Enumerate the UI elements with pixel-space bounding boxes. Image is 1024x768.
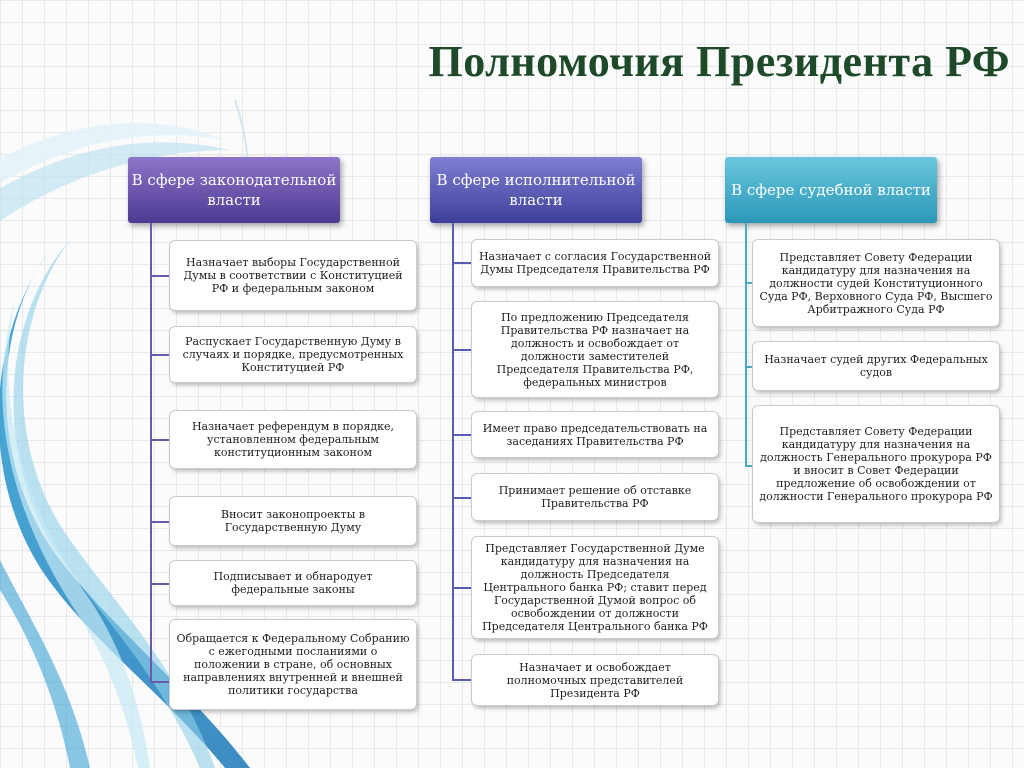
connector	[745, 282, 753, 284]
connector	[452, 497, 472, 499]
connector	[150, 439, 170, 441]
executive-item: По предложению Председателя Правительств…	[472, 302, 718, 397]
legislative-header-label: В сфере законодательной власти	[131, 171, 337, 209]
executive-header: В сфере исполнительной власти	[430, 157, 642, 223]
legislative-item: Обращается к Федеральному Собранию с еже…	[170, 620, 416, 709]
connector	[452, 262, 472, 264]
legislative-item: Подписывает и обнародует федеральные зак…	[170, 561, 416, 605]
connector	[150, 583, 170, 585]
page-title: Полномочия Президента РФ	[428, 37, 1010, 86]
legislative-item: Назначает референдум в порядке, установл…	[170, 411, 416, 468]
executive-item: Имеет право председательствовать на засе…	[472, 412, 718, 457]
executive-connector	[452, 223, 454, 679]
connector	[452, 587, 472, 589]
connector	[745, 465, 753, 467]
executive-item: Представляет Государственной Думе кандид…	[472, 537, 718, 638]
connector	[150, 521, 170, 523]
legislative-header: В сфере законодательной власти	[128, 157, 340, 223]
judicial-header-label: В сфере судебной власти	[731, 181, 931, 199]
legislative-item: Распускает Государственную Думу в случая…	[170, 327, 416, 382]
judicial-connector	[745, 223, 747, 465]
executive-item: Принимает решение об отставке Правительс…	[472, 474, 718, 520]
executive-item: Назначает с согласия Государственной Дум…	[472, 240, 718, 286]
executive-item: Назначает и освобождает полномочных пред…	[472, 655, 718, 705]
legislative-item: Вносит законопроекты в Государственную Д…	[170, 497, 416, 545]
legislative-connector	[150, 223, 152, 681]
judicial-item: Представляет Совету Федерации кандидатур…	[753, 240, 999, 326]
connector	[745, 366, 753, 368]
connector	[452, 434, 472, 436]
judicial-item: Назначает судей других Федеральных судов	[753, 342, 999, 390]
judicial-item: Представляет Совету Федерации кандидатур…	[753, 406, 999, 522]
legislative-item: Назначает выборы Государственной Думы в …	[170, 241, 416, 310]
connector	[150, 681, 170, 683]
connector	[150, 354, 170, 356]
connector	[150, 275, 170, 277]
connector	[452, 679, 472, 681]
connector	[452, 349, 472, 351]
judicial-header: В сфере судебной власти	[725, 157, 937, 223]
executive-header-label: В сфере исполнительной власти	[436, 171, 636, 209]
